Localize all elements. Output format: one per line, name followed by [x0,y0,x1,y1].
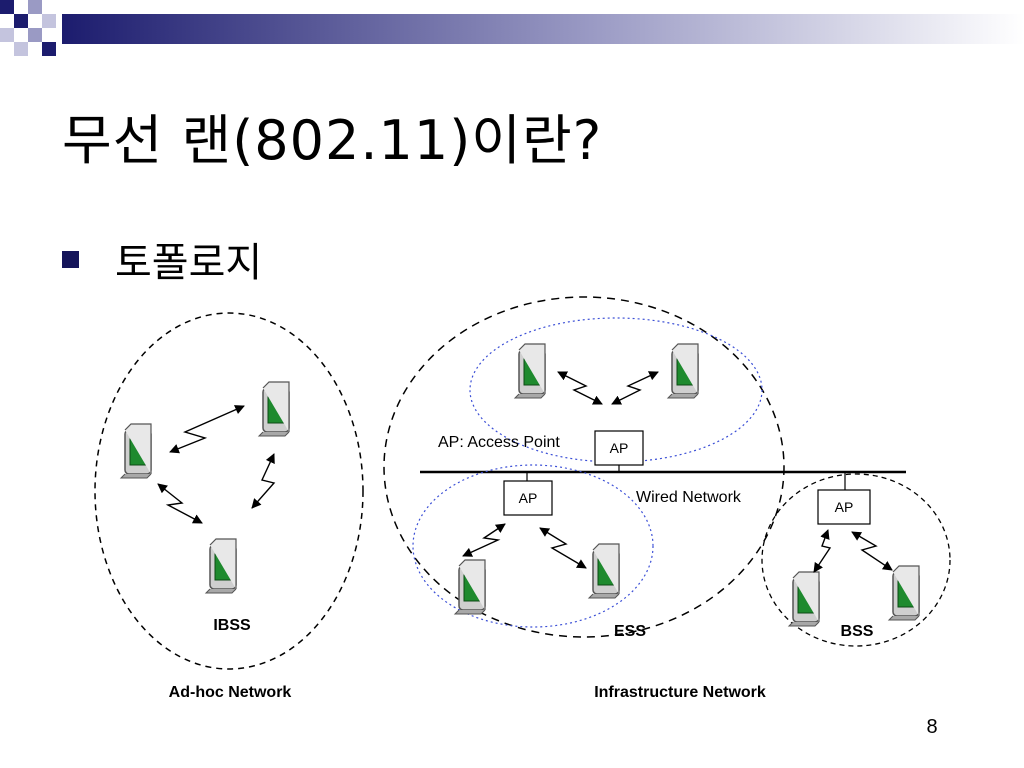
slide-number: 8 [926,716,938,738]
wired-network-label: Wired Network [636,489,742,506]
logo-squares [0,0,56,56]
ess-boundary [383,296,785,638]
square-bullet-icon [62,250,79,268]
wireless-link-icon [462,523,506,557]
access-point-label: AP [610,440,629,456]
station-icon [588,543,620,599]
wireless-link-icon [851,531,893,571]
bss-label: BSS [841,623,874,640]
access-point-label: AP [519,490,538,506]
bss-boundary-right [761,473,951,647]
slide-title: 무선 랜(802.11)이란? [62,109,603,172]
station-icon [888,565,920,621]
wireless-link-icon [251,453,276,509]
wireless-link-icon [539,527,587,569]
station-icon [258,381,290,437]
ibss-label: IBSS [213,617,251,634]
station-icon [788,571,820,627]
access-point-box [594,430,644,466]
wireless-link-icon [557,371,603,405]
station-icon [120,423,152,479]
wireless-link-icon [611,371,659,405]
station-icon [454,559,486,615]
access-point-legend: AP: Access Point [438,434,560,451]
header-decoration [0,0,1024,56]
bullet-item: 토폴로지 [62,234,262,286]
bss-boundary-left [412,464,654,628]
station-icon [205,538,237,594]
adhoc-network-label: Ad-hoc Network [169,684,292,701]
wireless-link-icon [813,529,832,573]
access-point-box [503,480,553,516]
ess-label: ESS [614,623,646,640]
station-icon [514,343,546,399]
bullet-text: 토폴로지 [115,240,263,286]
infrastructure-network-label: Infrastructure Network [594,684,766,701]
station-icon [667,343,699,399]
topology-diagram: IBSS Ad-hoc Network AP AP: Access Point … [94,296,951,701]
ibss-boundary [94,312,364,670]
access-point-label: AP [835,499,854,515]
wireless-link-icon [157,483,203,524]
access-point-box [817,489,871,525]
wireless-link-icon [169,405,245,454]
